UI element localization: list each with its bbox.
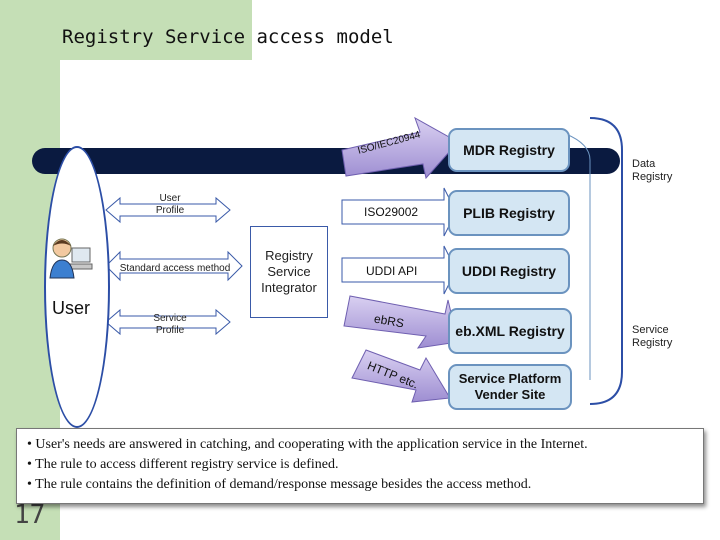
user-label: User [52,298,91,318]
data-registry-label: Data Registry [632,158,673,184]
mdr-registry: MDR Registry [448,128,570,172]
service-profile-arrow [105,308,231,336]
registry-service-integrator: Registry Service Integrator [250,226,328,318]
note-2: • The rule to access different registry … [27,457,339,472]
registry-bracket [589,117,623,405]
service-profile-label: Service Profile [153,313,187,336]
user-profile-label: User Profile [155,193,185,216]
plib-registry-label: PLIB Registry [463,205,555,221]
uddi-registry-label: UDDI Registry [461,263,557,279]
slide-title: Registry Service access model [62,26,394,48]
note-1: • User's needs are answered in catching,… [27,437,588,452]
protocol-arrow-4 [343,295,459,349]
service-platform-label: Service Platform Vender Site [458,371,562,402]
notes-box: • User's needs are answered in catching,… [16,428,704,504]
note-3: • The rule contains the definition of de… [27,477,532,492]
user-profile-arrow [105,196,231,224]
user-at-computer-icon [49,238,93,279]
protocol-arrow-5 [351,349,451,403]
protocol-arrow-1 [341,116,459,180]
standard-access-label: Standard access method [119,263,231,274]
service-registry-label: Service Registry [632,324,673,350]
protocol-label-3: UDDI API [366,264,418,278]
service-platform-vender-site: Service Platform Vender Site [448,364,572,410]
page-number: 17 [14,500,46,530]
standard-access-arrow [105,250,243,282]
integrator-label: Registry Service Integrator [261,247,317,296]
title-background [0,0,252,60]
registry-bracket-inner [565,133,591,380]
plib-registry: PLIB Registry [448,190,570,236]
mdr-registry-label: MDR Registry [463,142,555,158]
user-oval [44,146,110,428]
ebxml-registry: eb.XML Registry [448,308,572,354]
uddi-registry: UDDI Registry [448,248,570,294]
protocol-label-2: ISO29002 [364,205,419,219]
ebxml-registry-label: eb.XML Registry [455,323,565,339]
